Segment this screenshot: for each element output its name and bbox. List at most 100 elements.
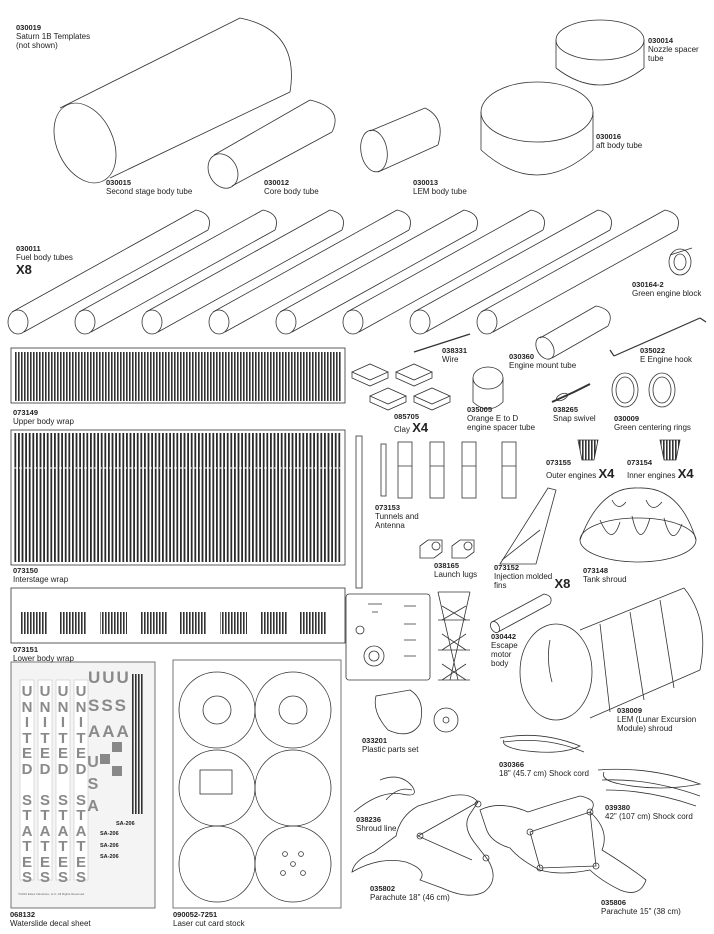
part-name: 42" (107 cm) Shock cord	[605, 812, 693, 821]
part-name: Parachute 15" (38 cm)	[601, 907, 681, 916]
label-035806: 035806 Parachute 15" (38 cm)	[601, 898, 681, 916]
part-name: Outer engines	[546, 471, 597, 480]
part-number: 038009	[617, 706, 643, 715]
label-073153: 073153 Tunnels and Antenna	[375, 503, 419, 530]
shock-cord-18	[499, 734, 585, 753]
part-number: 035806	[601, 898, 627, 907]
label-073151: 073151 Lower body wrap	[13, 645, 74, 663]
part-quantity: X8	[16, 262, 32, 277]
part-name: LEM body tube	[413, 187, 467, 196]
part-number: 030013	[413, 178, 439, 187]
part-name: Tunnels and Antenna	[375, 512, 419, 530]
label-038009: 038009 LEM (Lunar Excursion Module) shro…	[617, 706, 696, 733]
centering-rings	[611, 372, 676, 408]
part-name: Inner engines	[627, 471, 676, 480]
inner-engine-icon	[659, 439, 681, 461]
part-name: aft body tube	[596, 141, 643, 150]
fuel-body-tube	[476, 209, 679, 335]
fuel-body-tubes	[7, 209, 679, 335]
label-030014: 030014 Nozzle spacer tube	[648, 36, 699, 63]
part-number: 030012	[264, 178, 290, 187]
nozzle-spacer-tube	[555, 19, 645, 86]
label-038236: 038236 Shroud line	[356, 815, 396, 833]
label-035022: 035022 E Engine hook	[640, 346, 692, 364]
part-name: Green engine block	[632, 289, 702, 298]
label-030366: 030366 18" (45.7 cm) Shock cord	[499, 760, 589, 778]
lower-wrap-stripe-block	[140, 612, 167, 634]
label-033201: 033201 Plastic parts set	[362, 736, 418, 754]
decal-sheet	[10, 661, 156, 909]
label-068132: 068132 Waterslide decal sheet	[10, 910, 91, 928]
decal-uuu: UUU	[88, 668, 131, 687]
shroud-line	[353, 776, 415, 813]
lower-wrap-stripe-block	[300, 612, 327, 634]
label-038331: 038331 Wire	[442, 346, 467, 364]
green-engine-block	[668, 247, 693, 276]
fuel-body-tube	[208, 209, 411, 335]
part-number: 030366	[499, 760, 525, 769]
part-number: 073149	[13, 408, 39, 417]
part-name: 18" (45.7 cm) Shock cord	[499, 769, 589, 778]
decal-sss: SSS	[88, 696, 129, 715]
lower-wrap-stripe-block	[180, 612, 207, 634]
decal-united-states-2: U N I T E D S T A T E S	[39, 683, 51, 886]
label-038165: 038165 Launch lugs	[434, 561, 477, 579]
part-number: 038236	[356, 815, 382, 824]
part-name: Laser cut card stock	[173, 919, 245, 928]
engine-mount-tube	[535, 305, 611, 360]
launch-lugs	[419, 539, 475, 559]
part-name: Interstage wrap	[13, 575, 69, 584]
part-name: Saturn 1B Templates (not shown)	[16, 32, 91, 50]
decal-sa-206-4: SA-206	[100, 854, 119, 860]
part-number: 035802	[370, 884, 396, 893]
part-name: Fuel body tubes	[16, 253, 73, 262]
decal-aaa: AAA	[88, 722, 131, 741]
clay-pieces	[351, 363, 451, 411]
engine-hook	[609, 317, 707, 357]
part-name: Escape motor body	[491, 641, 518, 668]
label-030016: 030016 aft body tube	[596, 132, 642, 150]
label-073154: 073154 Inner engines X4	[627, 458, 694, 480]
part-number: 030015	[106, 178, 132, 187]
decal-usa: U S A	[87, 754, 99, 815]
tank-shroud	[579, 487, 697, 563]
part-name: Launch lugs	[434, 570, 478, 579]
part-number: 073154	[627, 458, 653, 467]
part-name: Second stage body tube	[106, 187, 193, 196]
label-073148: 073148 Tank shroud	[583, 566, 627, 584]
label-030011: 030011 Fuel body tubes X8	[16, 244, 73, 276]
part-name: Orange E to D engine spacer tube	[467, 414, 536, 432]
label-030015: 030015 Second stage body tube	[106, 178, 192, 196]
snap-swivel	[551, 383, 591, 403]
part-number: 030011	[16, 244, 41, 253]
part-quantity: X4	[677, 466, 694, 481]
fuel-body-tube	[74, 209, 277, 335]
part-name: Parachute 18" (46 cm)	[370, 893, 450, 902]
label-030013: 030013 LEM body tube	[413, 178, 467, 196]
part-number: 090052-7251	[173, 910, 218, 919]
fuel-body-tube	[141, 209, 344, 335]
part-number: 030164-2	[632, 280, 664, 289]
engine-spacer-tube	[472, 366, 504, 410]
molded-fin	[499, 487, 557, 565]
part-name: Snap swivel	[553, 414, 596, 423]
label-030442: 030442 Escape motor body	[491, 632, 518, 668]
part-number: 068132	[10, 910, 36, 919]
part-name: Clay	[394, 425, 411, 434]
parachute-15	[479, 795, 647, 893]
card-stock-sheet	[172, 659, 342, 909]
part-number: 030009	[614, 414, 640, 423]
part-number: 030016	[596, 132, 622, 141]
decal-fine-print: ©2019 Estes Industries, LLC. All Rights …	[18, 892, 85, 896]
part-name: Lower body wrap	[13, 654, 74, 663]
part-name: Plastic parts set	[362, 745, 419, 754]
part-number: 030019	[16, 23, 42, 32]
wire	[413, 333, 471, 353]
part-name: Nozzle spacer tube	[648, 45, 699, 63]
tunnels-and-antenna	[380, 441, 517, 499]
decal-sa-206-2: SA-206	[100, 831, 119, 837]
lem-body-tube	[360, 107, 441, 173]
part-name: Wire	[442, 355, 459, 364]
